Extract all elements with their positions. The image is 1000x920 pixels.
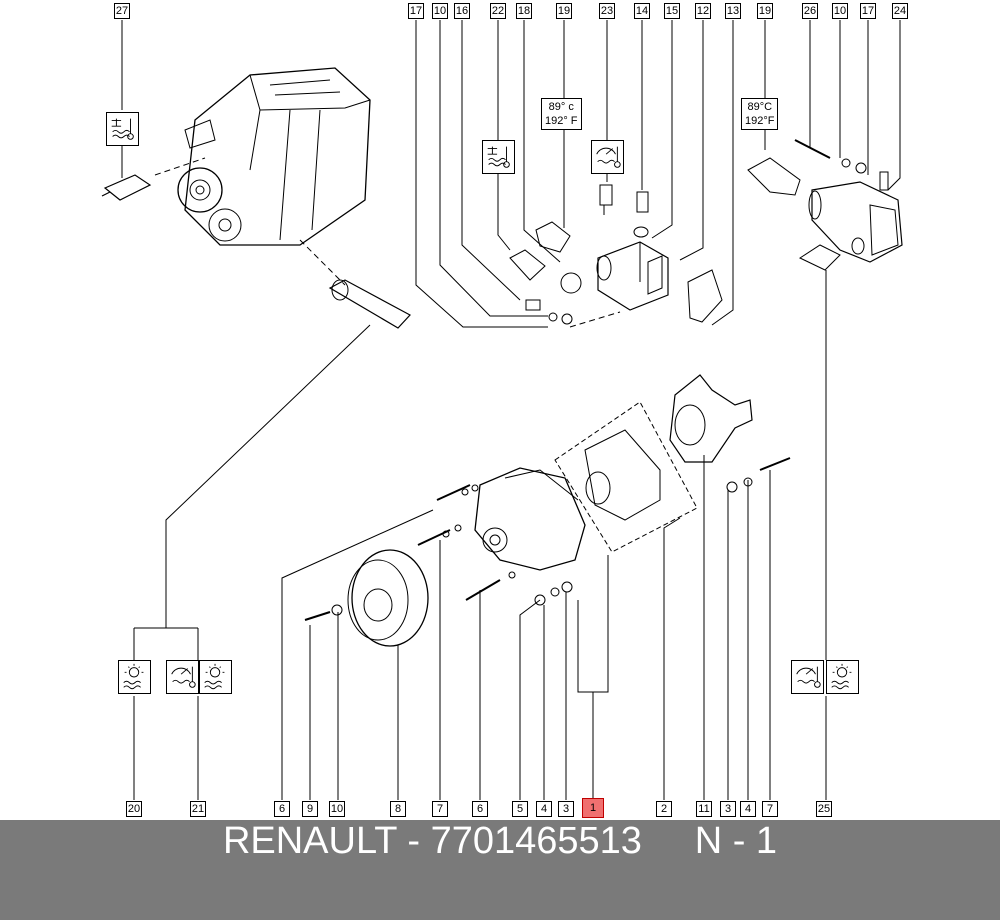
part-number-caption: RENAULT - 7701465513 N - 1	[222, 820, 778, 862]
coolant-warning-light-icon	[118, 660, 151, 694]
callout-17[interactable]: 17	[860, 3, 876, 19]
temp-label-right-line2: 192°F	[745, 115, 775, 127]
coolant-warning-light-icon	[826, 660, 859, 694]
callout-22[interactable]: 22	[490, 3, 506, 19]
callout-26[interactable]: 26	[802, 3, 818, 19]
temp-label-left-line1: 89° c	[548, 101, 574, 113]
coolant-gauge-icon	[591, 140, 624, 174]
callout-12[interactable]: 12	[695, 3, 711, 19]
footer-bar: RENAULT - 7701465513 N - 1	[0, 820, 1000, 920]
coolant-temp-warning-icon	[106, 112, 139, 146]
callout-5[interactable]: 5	[512, 801, 528, 817]
callout-23[interactable]: 23	[599, 3, 615, 19]
callout-7[interactable]: 7	[432, 801, 448, 817]
coolant-gauge-icon	[791, 660, 824, 694]
callout-2[interactable]: 2	[656, 801, 672, 817]
parts-diagram: 89° c 192° F 89°C 192°F 27 17 10 16 22 1…	[101, 3, 908, 818]
callout-9[interactable]: 9	[302, 801, 318, 817]
callout-14[interactable]: 14	[634, 3, 650, 19]
callout-24[interactable]: 24	[892, 3, 908, 19]
callout-20[interactable]: 20	[126, 801, 142, 817]
temp-label-right-line1: 89°C	[747, 101, 773, 113]
callout-19[interactable]: 19	[757, 3, 773, 19]
callout-3[interactable]: 3	[720, 801, 736, 817]
coolant-warning-light-icon	[199, 660, 232, 694]
callout-10[interactable]: 10	[832, 3, 848, 19]
callout-25[interactable]: 25	[816, 801, 832, 817]
callout-4[interactable]: 4	[536, 801, 552, 817]
callout-15[interactable]: 15	[664, 3, 680, 19]
temp-label-right: 89°C 192°F	[741, 98, 779, 130]
callout-10[interactable]: 10	[432, 3, 448, 19]
callout-6[interactable]: 6	[274, 801, 290, 817]
callout-6[interactable]: 6	[472, 801, 488, 817]
callout-27[interactable]: 27	[114, 3, 130, 19]
callout-4[interactable]: 4	[740, 801, 756, 817]
coolant-gauge-icon	[166, 660, 199, 694]
callout-10[interactable]: 10	[329, 801, 345, 817]
callout-3[interactable]: 3	[558, 801, 574, 817]
temp-label-left-line2: 192° F	[545, 115, 578, 127]
callout-8[interactable]: 8	[390, 801, 406, 817]
callout-7[interactable]: 7	[762, 801, 778, 817]
callout-19[interactable]: 19	[556, 3, 572, 19]
callout-13[interactable]: 13	[725, 3, 741, 19]
coolant-temp-warning-icon	[482, 140, 515, 174]
callout-11[interactable]: 11	[696, 801, 712, 817]
diagram-drawing	[101, 20, 903, 800]
callout-1-highlighted[interactable]: 1	[582, 798, 604, 818]
callout-18[interactable]: 18	[516, 3, 532, 19]
callout-16[interactable]: 16	[454, 3, 470, 19]
callout-21[interactable]: 21	[190, 801, 206, 817]
temp-label-left: 89° c 192° F	[541, 98, 582, 130]
callout-17[interactable]: 17	[408, 3, 424, 19]
